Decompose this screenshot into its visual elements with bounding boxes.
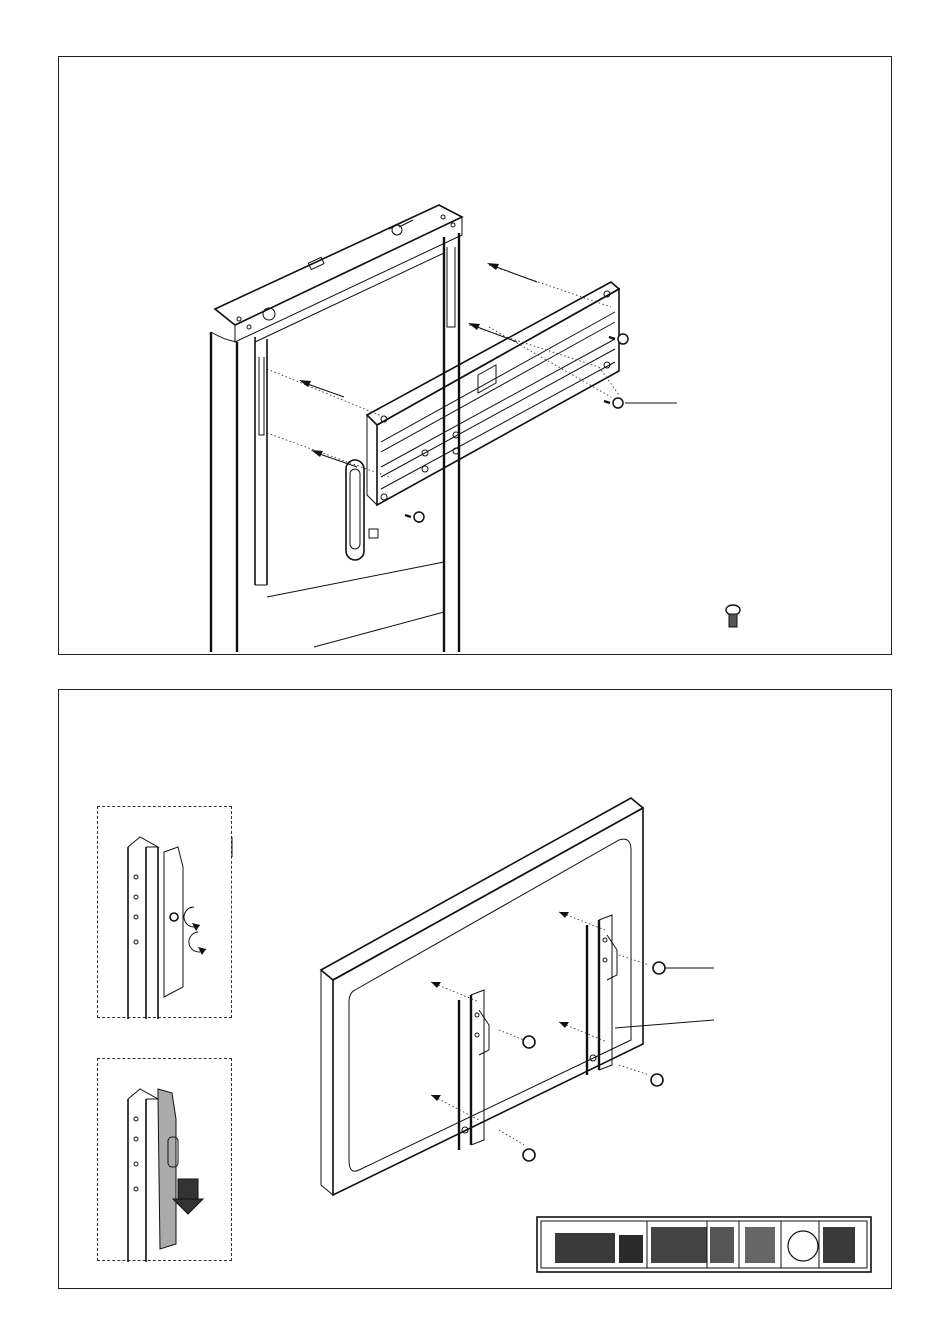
display-panel bbox=[321, 798, 643, 1195]
assembly-step-bottom bbox=[58, 689, 892, 1289]
legend-screw-icon bbox=[726, 605, 740, 627]
hanger-bracket-right bbox=[587, 915, 617, 1075]
stand-top-cap bbox=[215, 205, 462, 342]
stand-back-panel bbox=[255, 253, 444, 647]
arrow-icon bbox=[431, 912, 649, 1145]
callout-lines bbox=[615, 968, 714, 1028]
stand-left-column bbox=[211, 332, 267, 652]
stand-right-column bbox=[444, 233, 459, 652]
wall-bracket bbox=[367, 282, 619, 505]
screw-kit bbox=[537, 1217, 871, 1272]
screw-icon bbox=[405, 334, 677, 522]
display-hanger-illustration bbox=[59, 690, 893, 1290]
stand-bracket-illustration bbox=[59, 57, 893, 656]
assembly-step-top bbox=[58, 56, 892, 655]
